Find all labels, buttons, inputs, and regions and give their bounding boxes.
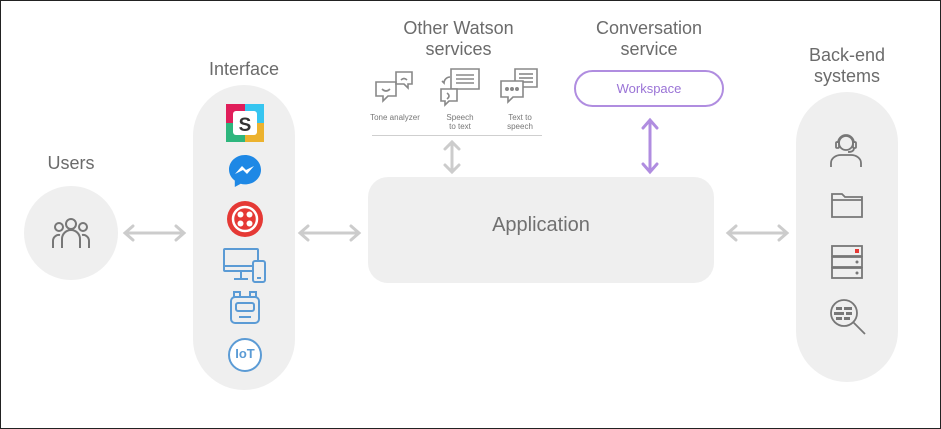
server-icon (831, 245, 863, 279)
iot-text: IoT (235, 346, 255, 361)
workspace-label: Workspace (616, 81, 682, 96)
speech-to-text-icon (440, 68, 480, 107)
svg-text:S: S (239, 115, 252, 136)
twilio-icon (227, 201, 263, 237)
speech-to-text-label-line2: to text (449, 122, 471, 131)
tone-analyzer-label: Tone analyzer (370, 113, 420, 122)
conversation-label-line2: service (620, 39, 678, 59)
text-to-speech-icon (500, 68, 538, 104)
text-to-speech-label-line2: speech (507, 122, 533, 131)
users-icon (51, 218, 91, 248)
users-interface-arrow (122, 224, 187, 242)
data-search-icon (830, 299, 866, 335)
interface-label: Interface (208, 59, 280, 79)
messenger-icon (229, 155, 261, 187)
workspace-box: Workspace (574, 70, 724, 107)
application-node (368, 177, 714, 283)
iot-icon (228, 338, 262, 372)
users-node (24, 186, 118, 280)
conversation-label-line1: Conversation (595, 18, 703, 38)
desktop-mobile-icon (223, 248, 266, 283)
application-backend-arrow (725, 224, 790, 242)
backend-label-line1: Back-end (808, 45, 886, 65)
watson-label-line2: services (425, 39, 492, 59)
application-label: Application (492, 214, 590, 236)
interface-application-arrow (297, 224, 362, 242)
services-divider (372, 135, 542, 136)
speech-to-text-label-line1: Speech (446, 113, 474, 122)
text-to-speech-label-line1: Text to (508, 113, 532, 122)
tone-analyzer-icon (375, 71, 413, 103)
robot-icon (230, 291, 260, 324)
users-label: Users (47, 153, 95, 173)
support-agent-icon (830, 134, 862, 167)
workspace-application-arrow (641, 117, 659, 175)
slack-icon: S (226, 104, 264, 142)
folder-icon (831, 193, 863, 218)
watson-label-line1: Other Watson (403, 18, 514, 38)
watson-application-arrow (443, 139, 461, 175)
backend-node (796, 92, 898, 382)
backend-label-line2: systems (813, 66, 880, 86)
